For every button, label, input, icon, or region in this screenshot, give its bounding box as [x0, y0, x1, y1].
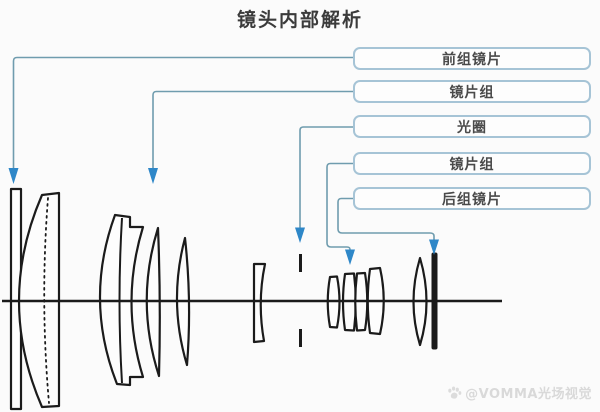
label-text: 镜片组 — [449, 84, 495, 101]
arrow-down-icon — [148, 168, 158, 184]
connector-lens-group-2 — [326, 162, 355, 265]
watermark: @VOMMA光场视觉 — [447, 383, 592, 402]
label-box-aperture: 光圈 — [353, 115, 591, 138]
label-text: 镜片组 — [449, 156, 495, 173]
label-text: 后组镜片 — [442, 191, 502, 208]
arrow-down-icon — [8, 168, 19, 184]
connector-rear-group — [337, 197, 439, 255]
connector-front-group — [8, 56, 353, 184]
front-flat-element — [9, 187, 23, 411]
label-box-rear-group: 后组镜片 — [353, 187, 591, 210]
label-box-lens-group-1: 镜片组 — [353, 80, 591, 103]
label-box-front-group: 前组镜片 — [353, 47, 591, 70]
label-box-lens-group-2: 镜片组 — [353, 152, 591, 175]
field-thin-lens — [252, 262, 267, 344]
paw-icon — [448, 386, 462, 399]
arrow-down-icon — [295, 227, 305, 243]
label-text: 光圈 — [457, 119, 487, 136]
watermark-text: @VOMMA光场视觉 — [465, 387, 592, 402]
connector-lens-group-1 — [148, 90, 353, 184]
rear-flat-element — [431, 252, 438, 350]
arrow-down-icon — [345, 249, 355, 265]
connector-aperture — [295, 126, 353, 243]
arrow-down-icon — [429, 239, 439, 255]
page-title: 镜头内部解析 — [236, 9, 363, 31]
label-text: 前组镜片 — [442, 51, 502, 68]
